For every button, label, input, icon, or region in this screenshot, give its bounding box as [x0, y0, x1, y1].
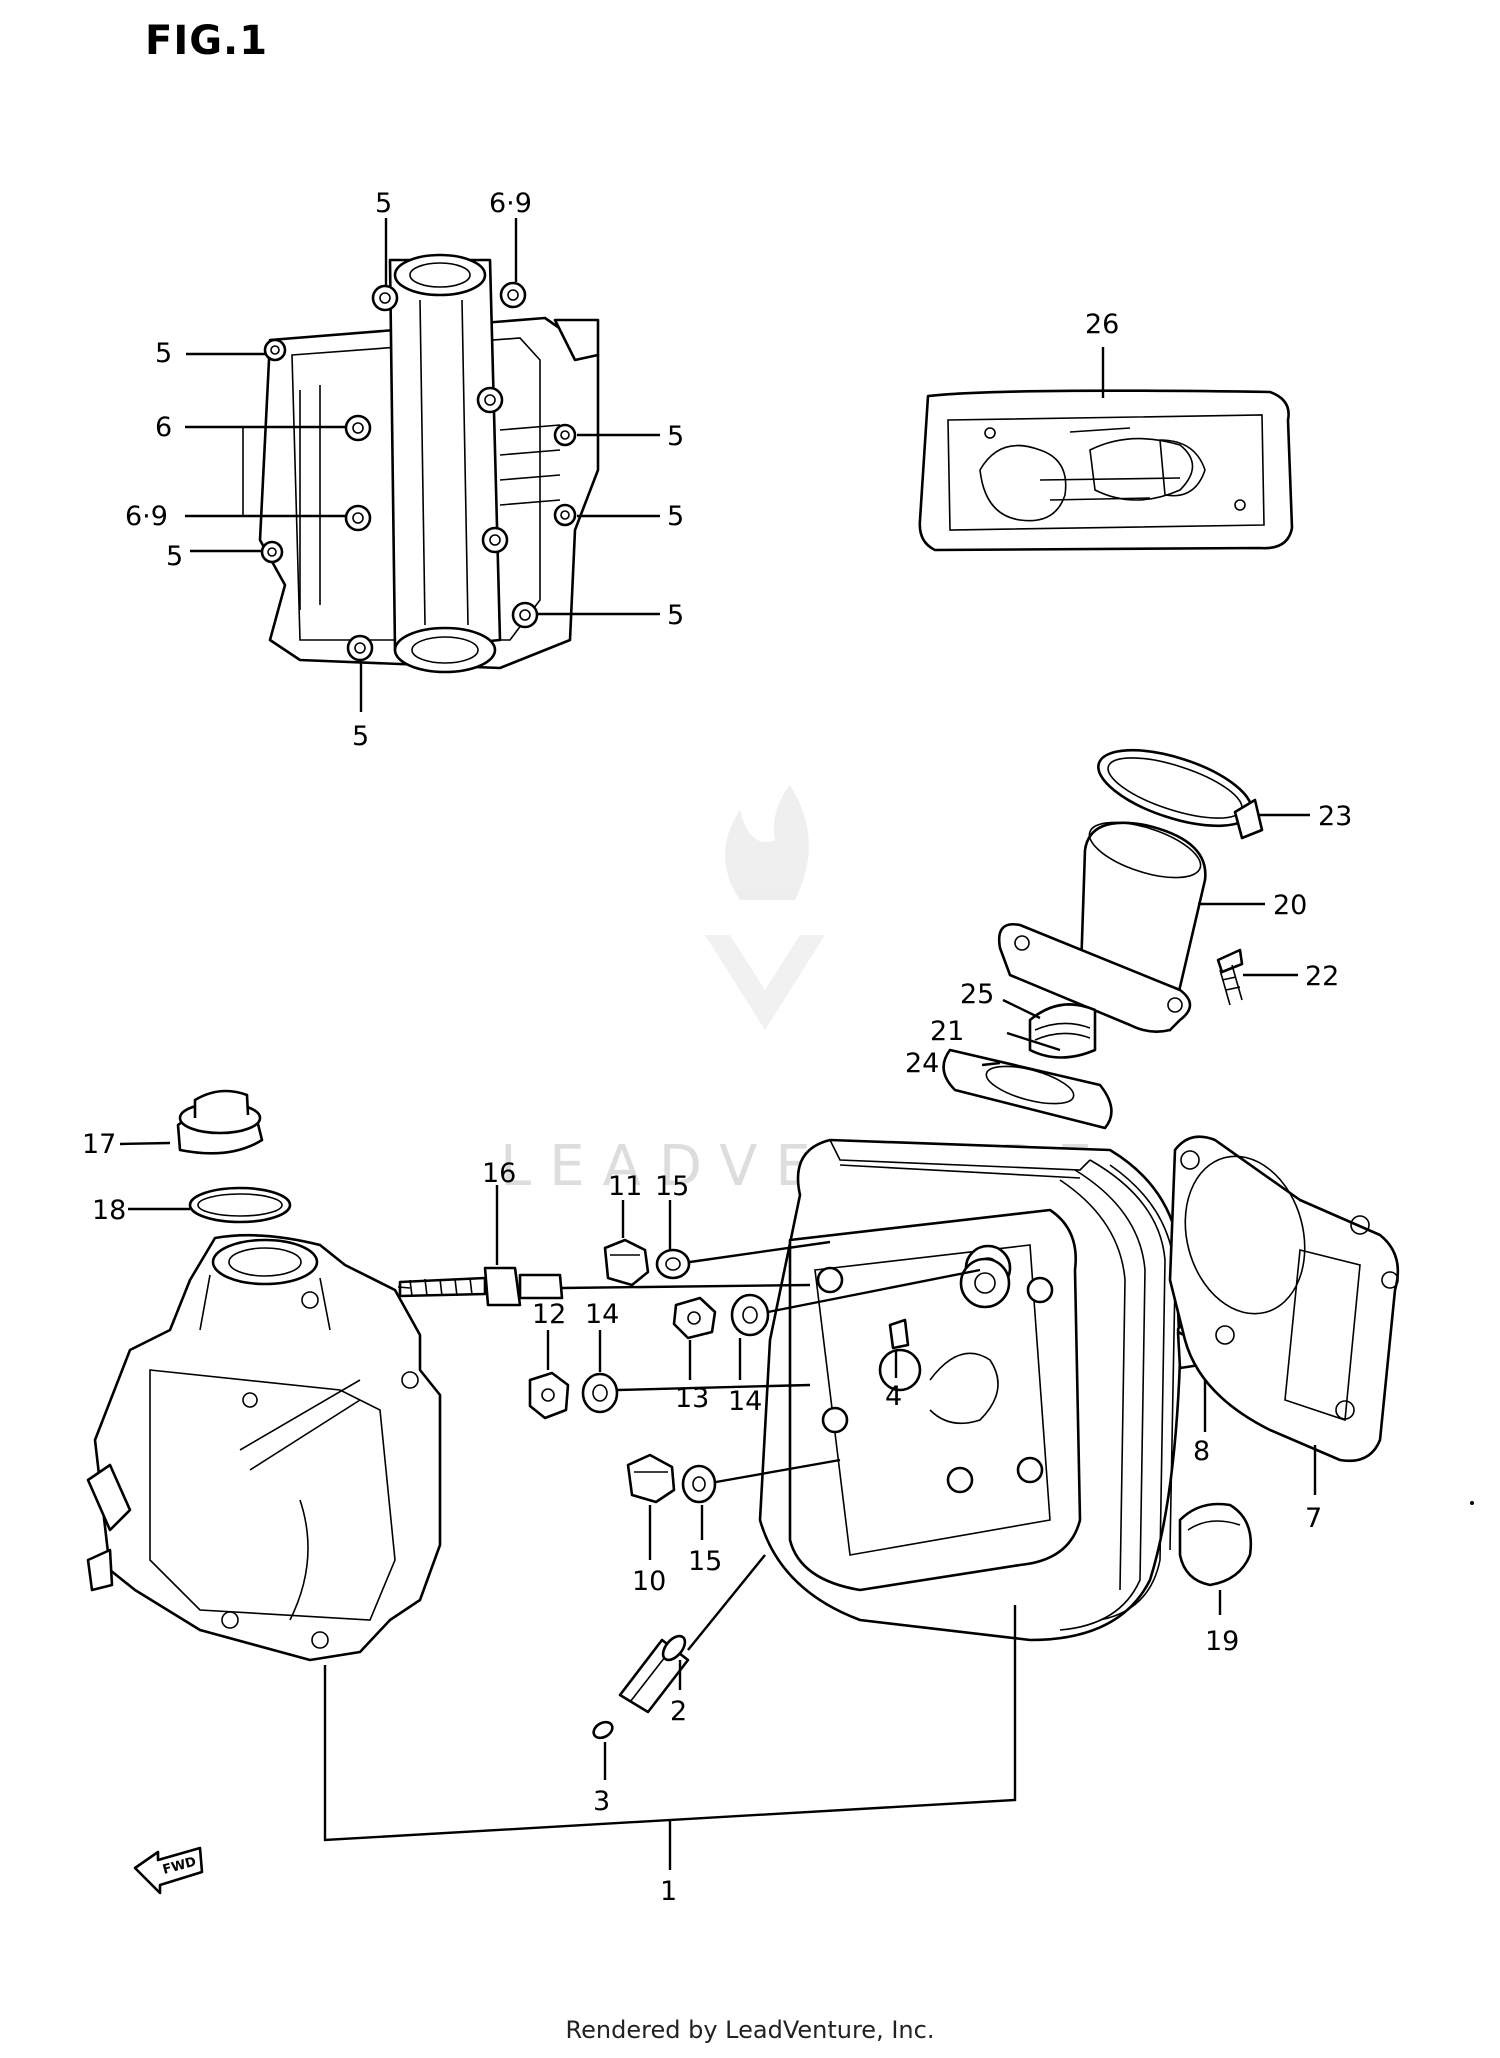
- callout-6-9: 6·9: [489, 188, 532, 219]
- footer-credit: Rendered by LeadVenture, Inc.: [565, 2016, 935, 2044]
- callout-22: 22: [1305, 961, 1339, 992]
- callout-5: 5: [155, 338, 172, 369]
- callout-10: 10: [632, 1566, 666, 1597]
- callout-8: 8: [1193, 1436, 1210, 1467]
- leader-14b-target: [617, 1383, 811, 1392]
- plug-10: [626, 1453, 676, 1504]
- callout-5: 5: [667, 600, 684, 631]
- callout-14: 14: [728, 1386, 762, 1417]
- figure-title: FIG.1: [145, 18, 269, 64]
- callout-5: 5: [166, 541, 183, 572]
- oil-filler-cap-17: [176, 1089, 264, 1155]
- cap-19: [1178, 1502, 1253, 1587]
- callout-15: 15: [688, 1546, 722, 1577]
- callout-4: 4: [885, 1381, 902, 1412]
- washer-15: [655, 1248, 691, 1280]
- callout-2: 2: [670, 1696, 687, 1727]
- callout-26: 26: [1085, 309, 1119, 340]
- callout-25: 25: [960, 979, 994, 1010]
- callout-5: 5: [667, 421, 684, 452]
- washer-14: [730, 1293, 770, 1337]
- stray-dot: [1470, 1501, 1474, 1505]
- callout-15: 15: [655, 1171, 689, 1202]
- callout-14: 14: [585, 1299, 619, 1330]
- intake-pipe-assembly: [942, 748, 1264, 1130]
- head-view-leaders: [185, 218, 660, 712]
- plug-11: [603, 1238, 650, 1287]
- o-ring-18: [188, 1186, 292, 1224]
- fwd-arrow-icon: [133, 1846, 204, 1895]
- gasket-set-26: [918, 389, 1294, 552]
- callout-6-9: 6·9: [125, 501, 168, 532]
- assembly-bracket-1: [323, 1605, 1017, 1870]
- nut-13: [672, 1296, 717, 1340]
- callout-5: 5: [667, 501, 684, 532]
- cylinder-head: [758, 1138, 1182, 1642]
- washer-15b: [681, 1464, 717, 1504]
- nut-12: [528, 1371, 570, 1420]
- callout-19: 19: [1205, 1626, 1239, 1657]
- callout-1: 1: [660, 1876, 677, 1907]
- callout-5: 5: [375, 188, 392, 219]
- leader-17: [119, 1141, 171, 1146]
- washer-14: [581, 1372, 619, 1414]
- valve-guide-2: [618, 1634, 690, 1714]
- head-cover: [86, 1233, 442, 1662]
- spark-plug-16: [397, 1266, 564, 1307]
- callout-20: 20: [1273, 890, 1307, 921]
- callout-12: 12: [532, 1299, 566, 1330]
- callout-6: 6: [155, 412, 172, 443]
- callout-5: 5: [352, 721, 369, 752]
- intake-leaders: [981, 813, 1310, 1067]
- callout-18: 18: [92, 1195, 126, 1226]
- callout-17: 17: [82, 1129, 116, 1160]
- callout-21: 21: [930, 1016, 964, 1047]
- head-bottom-view: [258, 253, 600, 674]
- callout-3: 3: [593, 1786, 610, 1817]
- leader-2-target: [687, 1554, 766, 1651]
- leader-15-target: [689, 1240, 831, 1264]
- callout-11: 11: [608, 1171, 642, 1202]
- leader-16-target: [561, 1283, 811, 1290]
- clip-3: [592, 1720, 614, 1740]
- leader-14-target: [767, 1268, 981, 1314]
- head-gasket-7: [1168, 1135, 1400, 1463]
- callout-24: 24: [905, 1048, 939, 1079]
- watermark-logo: [705, 785, 825, 1030]
- callout-23: 23: [1318, 801, 1352, 832]
- leader-15b-target: [715, 1458, 841, 1484]
- callout-16: 16: [482, 1158, 516, 1189]
- callout-7: 7: [1305, 1503, 1322, 1534]
